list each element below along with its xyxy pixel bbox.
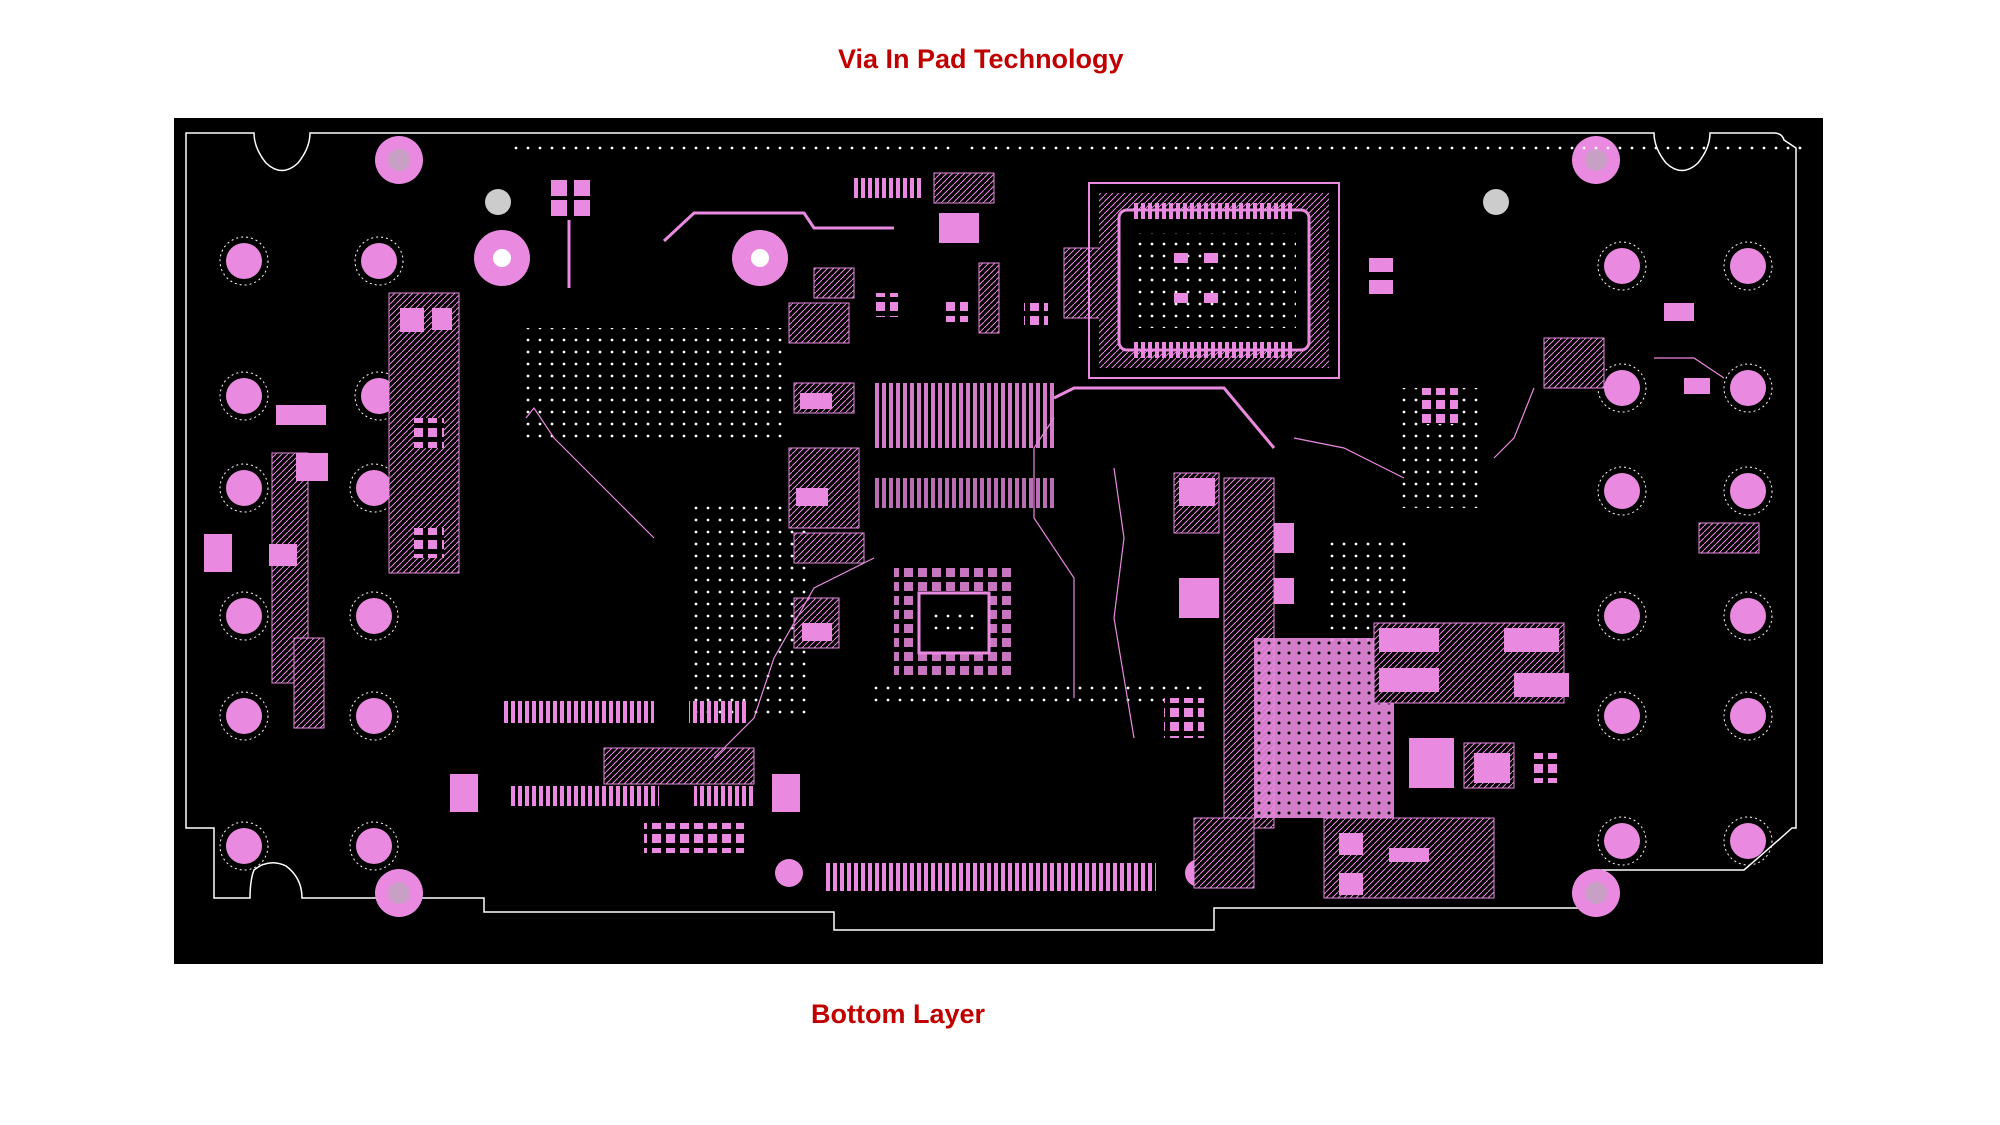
pcb-bottom-layer-view <box>174 118 1823 964</box>
left-pad-array <box>226 243 397 864</box>
edge-connector <box>826 863 1156 891</box>
via-field <box>514 138 1804 718</box>
signal-traces <box>525 357 1725 759</box>
power-section <box>1053 303 1760 899</box>
right-pad-array <box>1604 248 1766 859</box>
bga-module <box>1088 182 1393 379</box>
top-ic-cluster <box>662 172 1105 344</box>
main-processor <box>788 382 1054 678</box>
layer-caption: Bottom Layer <box>811 999 986 1029</box>
bottom-left-connectors <box>450 701 800 853</box>
board-outline <box>185 132 1797 931</box>
pcb-layout-drawing <box>185 132 1804 931</box>
left-components <box>204 180 590 729</box>
page-title: Via In Pad Technology <box>838 44 1124 74</box>
